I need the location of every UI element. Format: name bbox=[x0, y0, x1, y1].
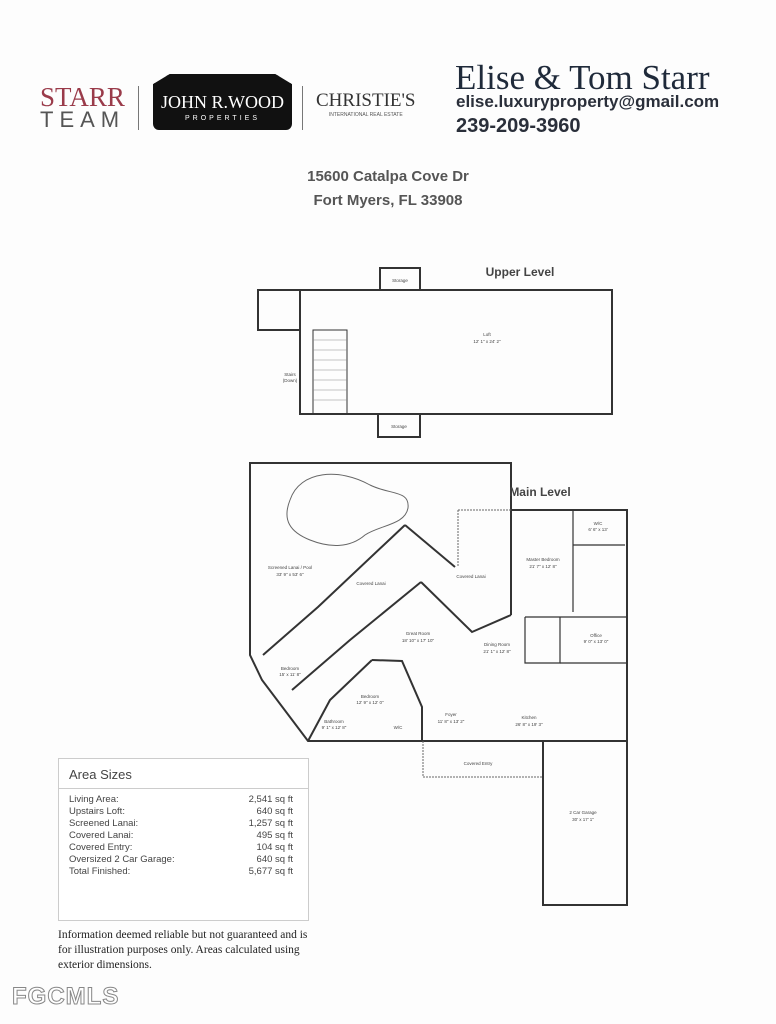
bedroom-2-label: Bedroom bbox=[361, 694, 380, 699]
lanai-roof-line bbox=[262, 524, 406, 656]
exterior-wall bbox=[249, 462, 628, 742]
upper-bathroom-wall bbox=[257, 289, 301, 331]
agent-name: Elise & Tom Starr bbox=[455, 58, 710, 97]
area-value: 495 sq ft bbox=[256, 830, 293, 841]
bathroom-label: Bathroom bbox=[324, 719, 344, 724]
main-level-title: Main Level bbox=[509, 485, 570, 499]
loft-wall bbox=[299, 289, 613, 415]
covered-lanai-label: Covered Lanai bbox=[456, 574, 485, 579]
area-label: Oversized 2 Car Garage: bbox=[69, 854, 175, 865]
jrw-logo-main: JOHN R.WOOD bbox=[161, 92, 284, 112]
stairs-label: Stairs bbox=[284, 372, 296, 377]
area-sizes-table: Area Sizes Living Area: 2,541 sq ft Upsta… bbox=[58, 758, 309, 921]
jrw-logo-sub: PROPERTIES bbox=[185, 115, 260, 122]
area-value: 640 sq ft bbox=[256, 806, 293, 817]
agent-email: elise.luxuryproperty@gmail.com bbox=[456, 92, 720, 111]
office-dims: 9' 0" x 13' 0" bbox=[584, 639, 609, 644]
address-line-1: 15600 Catalpa Cove Dr bbox=[307, 168, 469, 185]
covered-lanai-label: Covered Lanai bbox=[356, 581, 385, 586]
area-value: 104 sq ft bbox=[256, 842, 293, 853]
screened-lanai-dims: 33' 9" x 53' 6" bbox=[276, 572, 304, 577]
john-r-wood-logo: JOHN R.WOOD PROPERTIES bbox=[153, 74, 292, 130]
upper-level-title: Upper Level bbox=[486, 265, 555, 279]
covered-entry-label: Covered Entry bbox=[464, 761, 494, 766]
kitchen-dims: 26' 8" x 19' 3" bbox=[515, 722, 543, 727]
wic-label: W/C bbox=[394, 725, 403, 730]
garage-label: 2 Car Garage bbox=[569, 810, 597, 815]
foyer-dims: 11' 8" x 13' 2" bbox=[438, 719, 465, 724]
area-row: Upstairs Loft: 640 sq ft bbox=[69, 806, 293, 818]
garage-wall bbox=[542, 740, 628, 906]
starr-team-logo: STARR TEAM bbox=[40, 84, 125, 131]
logo-divider bbox=[302, 86, 303, 130]
area-value: 1,257 sq ft bbox=[248, 818, 293, 829]
christies-logo-sub: INTERNATIONAL REAL ESTATE bbox=[328, 112, 403, 118]
area-value: 5,677 sq ft bbox=[248, 866, 293, 877]
christies-logo: CHRISTIE'S INTERNATIONAL REAL ESTATE bbox=[316, 90, 416, 118]
area-label: Covered Lanai: bbox=[69, 830, 134, 841]
screened-lanai-label: Screened Lanai / Pool bbox=[268, 565, 312, 570]
logo-divider bbox=[138, 86, 139, 130]
area-label: Total Finished: bbox=[69, 866, 131, 877]
bedroom-2-dims: 12' 9" x 12' 0" bbox=[356, 700, 384, 705]
master-bedroom-label: Master Bedroom bbox=[526, 557, 560, 562]
area-row: Oversized 2 Car Garage: 640 sq ft bbox=[69, 854, 293, 866]
area-label: Living Area: bbox=[69, 794, 119, 805]
area-label: Covered Entry: bbox=[69, 842, 133, 853]
main-level-walls bbox=[249, 462, 628, 906]
storage-bottom-label: Storage bbox=[391, 424, 407, 429]
area-row: Living Area: 2,541 sq ft bbox=[69, 794, 293, 806]
great-room-wall bbox=[291, 581, 422, 691]
storage-bottom-wall bbox=[377, 413, 421, 438]
bathroom-dims: 9' 1" x 12' 8" bbox=[322, 725, 347, 730]
agent-phone: 239-209-3960 bbox=[456, 115, 581, 137]
starr-logo-bottom: TEAM bbox=[40, 107, 126, 132]
master-wic-label: W/C bbox=[594, 521, 603, 526]
master-bedroom-dims: 21' 7" x 12' 8" bbox=[529, 564, 557, 569]
stairs bbox=[312, 329, 348, 415]
area-label: Upstairs Loft: bbox=[69, 806, 125, 817]
office-label: Office bbox=[590, 633, 602, 638]
great-room-wall bbox=[420, 581, 512, 634]
area-row: Total Finished: 5,677 sq ft bbox=[69, 866, 293, 878]
stair-treads bbox=[313, 339, 347, 401]
storage-top-label: Storage bbox=[392, 278, 408, 283]
loft-label: Loft bbox=[483, 332, 491, 337]
stairs-sub-label: (Down) bbox=[283, 378, 298, 383]
covered-entry-boundary bbox=[422, 741, 543, 778]
area-row: Covered Entry: 104 sq ft bbox=[69, 842, 293, 854]
master-wic-dims: 6' 6" x 13' bbox=[588, 527, 607, 532]
dining-room-dims: 21' 1" x 12' 8" bbox=[483, 649, 511, 654]
kitchen-label: Kitchen bbox=[521, 715, 537, 720]
foyer-label: Foyer bbox=[445, 712, 457, 717]
area-row: Covered Lanai: 495 sq ft bbox=[69, 830, 293, 842]
area-row: Screened Lanai: 1,257 sq ft bbox=[69, 818, 293, 830]
bedroom-wall bbox=[371, 659, 423, 741]
upper-level-walls bbox=[257, 267, 613, 438]
bedroom-1-dims: 15' x 11' 8" bbox=[279, 672, 301, 677]
mls-watermark: FGCMLS bbox=[11, 983, 120, 1011]
area-label: Screened Lanai: bbox=[69, 818, 139, 829]
disclaimer: Information deemed reliable but not guar… bbox=[58, 929, 308, 971]
area-sizes-title: Area Sizes bbox=[59, 759, 308, 789]
lanai-roof-line bbox=[404, 524, 456, 568]
dining-room-label: Dining Room bbox=[484, 642, 510, 647]
storage-top-wall bbox=[379, 267, 421, 291]
area-value: 2,541 sq ft bbox=[248, 794, 293, 805]
address-line-2: Fort Myers, FL 33908 bbox=[313, 192, 463, 209]
loft-dims: 12' 1" x 24' 2" bbox=[473, 339, 501, 344]
great-room-label: Great Room bbox=[406, 631, 431, 636]
starr-logo-top: STARR bbox=[40, 82, 125, 112]
great-room-dims: 18' 10" x 17' 10" bbox=[402, 638, 435, 643]
christies-logo-main: CHRISTIE'S bbox=[316, 90, 416, 111]
bedroom-1-label: Bedroom bbox=[281, 666, 300, 671]
garage-dims: 30' x 17' 1" bbox=[572, 817, 594, 822]
pool bbox=[286, 473, 409, 546]
bedroom-wall bbox=[307, 659, 373, 742]
area-value: 640 sq ft bbox=[256, 854, 293, 865]
